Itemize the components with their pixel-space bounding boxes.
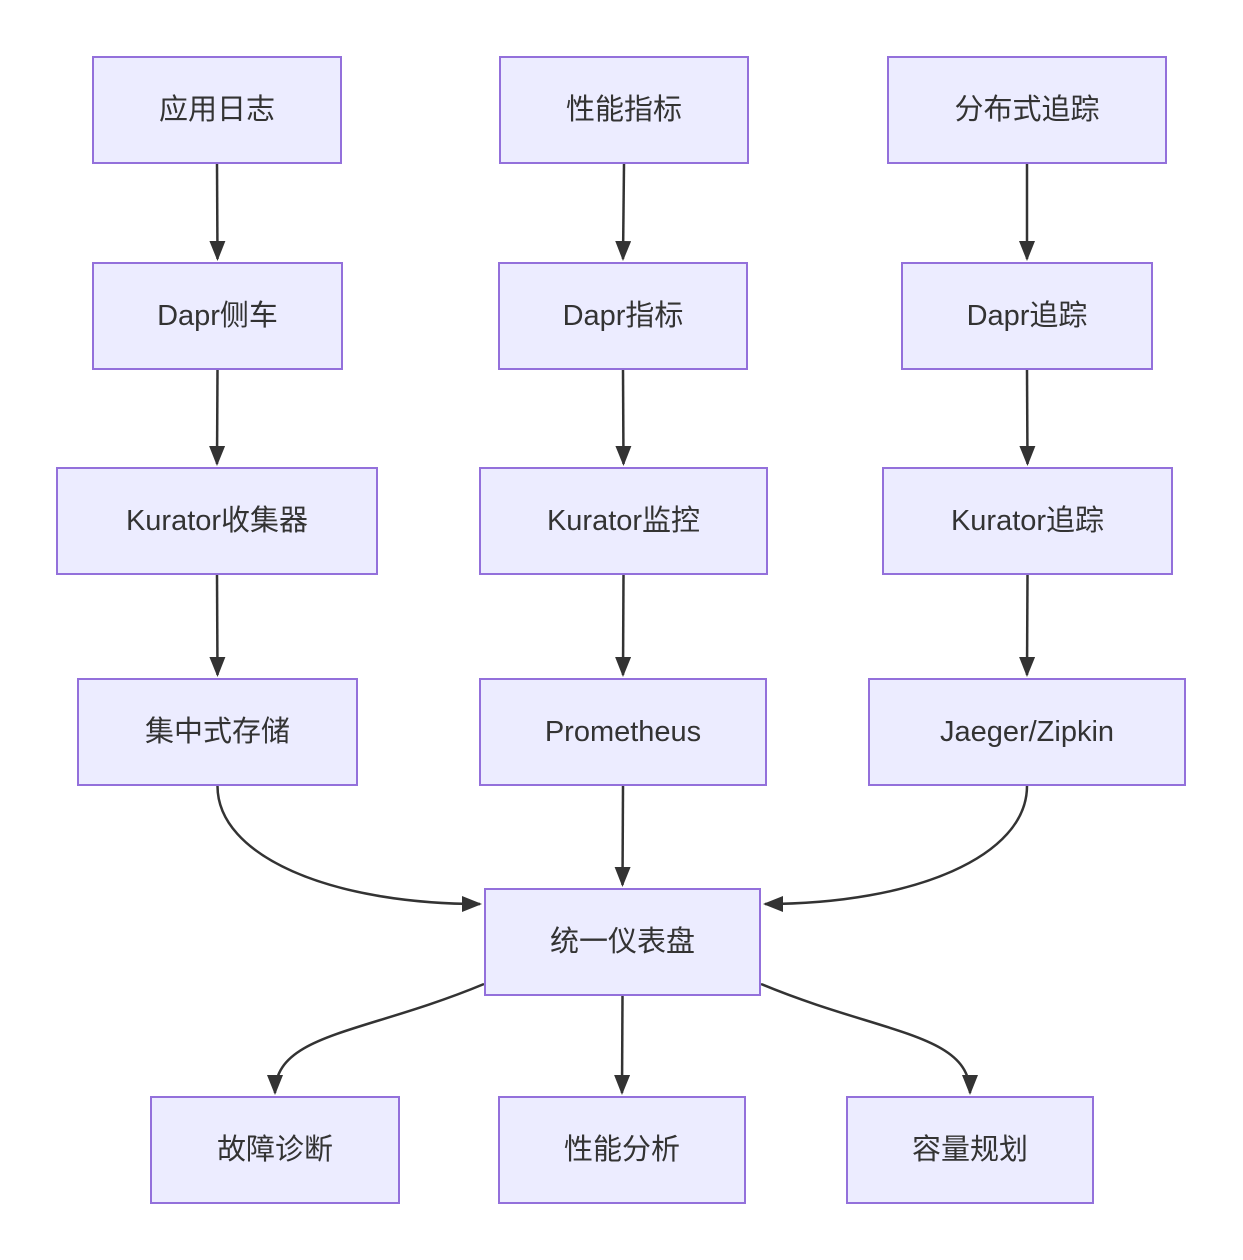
node-dapr-metrics: Dapr指标: [498, 262, 748, 370]
node-label: Kurator收集器: [125, 504, 309, 537]
edge-dashboard-capacityPlan: [760, 982, 978, 1095]
node-capacity-planning: 容量规划: [846, 1096, 1094, 1204]
node-application-logs: 应用日志: [92, 56, 342, 164]
node-unified-dashboard: 统一仪表盘: [484, 888, 761, 996]
edge-dashboard-faultDiag: [267, 982, 485, 1095]
node-label: 故障诊断: [216, 1133, 333, 1166]
edge-applog-daprSidecar: [209, 163, 226, 261]
edge-prometheus-dashboard: [614, 785, 631, 887]
edge-kuratorTracing-jaegerZipkin: [1019, 574, 1036, 677]
edge-daprMetrics-kuratorMonitor: [615, 369, 632, 466]
node-centralized-storage: 集中式存储: [77, 678, 358, 786]
node-performance-metrics: 性能指标: [499, 56, 749, 164]
edge-dashboard-perfAnalysis: [614, 995, 631, 1095]
node-dapr-sidecar: Dapr侧车: [92, 262, 343, 370]
edge-kuratorMonitor-prometheus: [615, 574, 632, 677]
node-dapr-tracing: Dapr追踪: [901, 262, 1153, 370]
node-label: 集中式存储: [144, 715, 290, 748]
node-kurator-monitoring: Kurator监控: [479, 467, 768, 575]
node-performance-analysis: 性能分析: [498, 1096, 746, 1204]
node-kurator-collector: Kurator收集器: [56, 467, 378, 575]
node-prometheus: Prometheus: [479, 678, 767, 786]
edge-jaegerZipkin-dashboard: [763, 785, 1029, 912]
node-label: Jaeger/Zipkin: [939, 715, 1115, 748]
node-label: 性能指标: [565, 93, 682, 126]
edge-centralStorage-dashboard: [216, 785, 482, 912]
node-kurator-tracing: Kurator追踪: [882, 467, 1173, 575]
node-label: 统一仪表盘: [549, 925, 695, 958]
node-label: Dapr侧车: [157, 299, 278, 332]
node-label: Kurator监控: [546, 504, 701, 537]
node-label: Dapr指标: [562, 299, 684, 332]
edge-daprSidecar-kuratorCollector: [209, 369, 226, 466]
edge-daprTracing-kuratorTracing: [1019, 369, 1036, 466]
node-distributed-tracing: 分布式追踪: [887, 56, 1167, 164]
node-label: Dapr追踪: [966, 299, 1088, 332]
node-label: Prometheus: [544, 715, 702, 748]
node-label: 容量规划: [911, 1133, 1028, 1166]
edge-kuratorCollector-centralStorage: [209, 574, 226, 677]
node-fault-diagnosis: 故障诊断: [150, 1096, 400, 1204]
edge-perfMetrics-daprMetrics: [615, 163, 632, 261]
node-label: 应用日志: [158, 93, 275, 126]
node-jaeger-zipkin: Jaeger/Zipkin: [868, 678, 1186, 786]
node-label: Kurator追踪: [950, 504, 1105, 537]
node-label: 性能分析: [563, 1133, 680, 1166]
node-label: 分布式追踪: [954, 93, 1100, 126]
